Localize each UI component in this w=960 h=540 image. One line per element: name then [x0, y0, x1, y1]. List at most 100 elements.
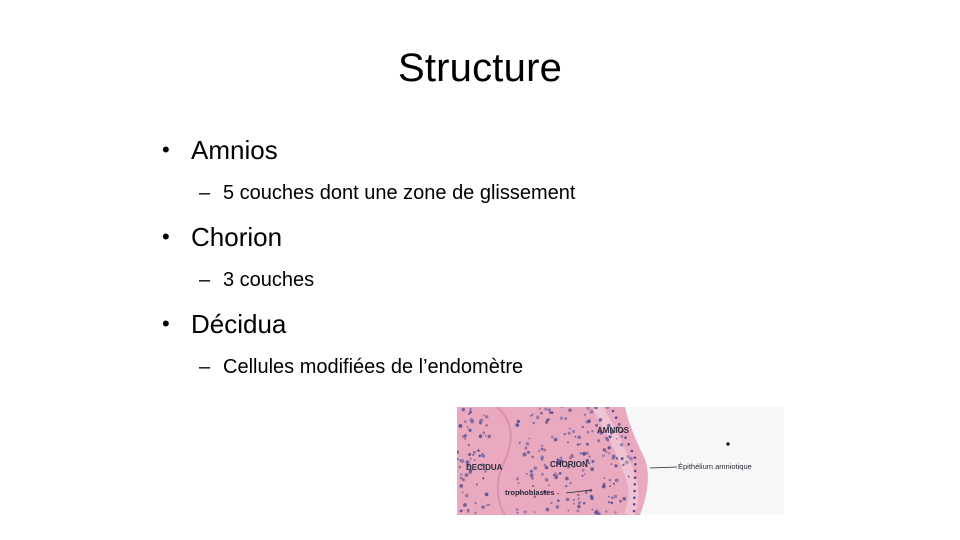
nucleus-dot	[579, 452, 582, 455]
nucleus-dot	[611, 457, 615, 460]
nucleus-dot	[568, 427, 571, 430]
nucleus-dot	[567, 431, 571, 435]
nucleus-dot	[470, 419, 475, 424]
nucleus-dot	[541, 472, 544, 476]
nucleus-dot	[459, 484, 464, 488]
nucleus-dot	[583, 413, 587, 416]
nucleus-dot	[559, 459, 564, 464]
nucleus-dot	[532, 485, 534, 488]
nucleus-dot	[484, 434, 487, 437]
amniotic-epithelium-edge	[611, 409, 637, 513]
nucleus-dot	[602, 448, 607, 452]
epithelium-cell	[621, 429, 624, 433]
sub-item-label: 5 couches dont une zone de glissement	[223, 182, 576, 204]
nucleus-dot	[586, 431, 590, 434]
nucleus-dot	[468, 428, 472, 432]
nucleus-dot	[591, 430, 594, 433]
nucleus-dot	[549, 411, 552, 414]
epithelium-cell	[633, 483, 637, 486]
nucleus-dot	[609, 485, 612, 488]
nucleus-dot	[529, 414, 532, 417]
nucleus-dot	[582, 451, 587, 456]
nucleus-dot	[463, 503, 467, 507]
nucleus-dot	[531, 413, 534, 416]
nucleus-dot	[551, 435, 554, 439]
nucleus-dot	[610, 430, 613, 433]
nucleus-dot	[576, 509, 580, 513]
nucleus-dot	[545, 420, 549, 424]
nucleus-dot	[527, 450, 530, 454]
nucleus-dot	[601, 484, 606, 489]
nucleus-dot	[468, 470, 472, 474]
bullet-label: Amnios	[191, 135, 278, 165]
bullet-label: Chorion	[191, 222, 283, 252]
nucleus-dot	[610, 463, 613, 465]
bullet-dot-icon: •	[162, 137, 170, 162]
nucleus-dot	[531, 455, 535, 459]
epithelium-cell	[632, 503, 636, 506]
nucleus-dot	[461, 478, 465, 482]
nucleus-dot	[557, 499, 560, 502]
nucleus-dot	[544, 449, 547, 451]
nucleus-dot	[464, 493, 469, 498]
nucleus-dot	[474, 501, 477, 505]
nucleus-dot	[607, 423, 611, 428]
sub-item-label: 3 couches	[223, 269, 315, 291]
nucleus-dot	[595, 423, 599, 427]
nucleus-dot	[516, 511, 519, 514]
nucleus-dot	[545, 507, 550, 512]
sub-item-amnios: – 5 couches dont une zone de glissement	[162, 172, 862, 215]
nucleus-dot	[559, 416, 564, 420]
nucleus-dot	[605, 436, 608, 440]
bullet-list: • Amnios – 5 couches dont une zone de gl…	[162, 128, 862, 389]
nucleus-dot	[614, 511, 617, 514]
cell-nuclei	[457, 407, 633, 515]
nucleus-dot	[576, 493, 580, 497]
nucleus-dot	[594, 511, 598, 515]
nucleus-dot	[602, 454, 605, 457]
nucleus-dot	[461, 407, 465, 412]
nucleus-dot	[567, 441, 569, 444]
nucleus-dot	[624, 460, 629, 465]
nucleus-dot	[516, 419, 520, 424]
nucleus-dot	[530, 476, 534, 480]
nucleus-dot	[577, 501, 582, 505]
bullet-dot-icon: •	[162, 224, 170, 249]
nucleus-dot	[629, 456, 633, 461]
nucleus-dot	[581, 468, 585, 472]
nucleus-dot	[590, 495, 594, 499]
label-decidua: DECIDUA	[466, 463, 503, 472]
tissue-layer	[496, 407, 512, 515]
nucleus-dot	[564, 417, 568, 420]
nucleus-dot	[569, 482, 572, 485]
nucleus-dot	[473, 459, 476, 461]
nucleus-dot	[470, 469, 473, 472]
nucleus-dot	[620, 443, 624, 447]
nucleus-dot	[553, 437, 558, 442]
nucleus-dot	[588, 462, 591, 465]
nucleus-dot	[482, 414, 485, 417]
nucleus-dot	[581, 425, 584, 429]
nucleus-dot	[591, 508, 594, 511]
nucleus-dot	[459, 424, 461, 427]
nucleus-dot	[533, 511, 536, 514]
epithelium-cell	[633, 456, 637, 459]
nucleus-dot	[622, 497, 626, 501]
nucleus-dot	[627, 475, 630, 478]
nucleus-dot	[605, 450, 608, 454]
nucleus-dot	[528, 437, 531, 440]
epithelium-cell	[632, 509, 636, 513]
nucleus-dot	[557, 492, 560, 495]
nucleus-dot	[585, 492, 588, 494]
nucleus-dot	[544, 465, 549, 470]
nucleus-dot	[565, 476, 569, 481]
nucleus-dot	[458, 424, 463, 428]
nucleus-dot	[622, 463, 625, 467]
nucleus-dot	[612, 482, 615, 485]
nucleus-dot	[459, 509, 463, 513]
nucleus-dot	[567, 509, 570, 512]
epithelium-cell	[630, 449, 634, 453]
epithelium-cell	[633, 489, 636, 493]
nucleus-dot	[607, 501, 611, 504]
nucleus-dot	[478, 454, 481, 458]
